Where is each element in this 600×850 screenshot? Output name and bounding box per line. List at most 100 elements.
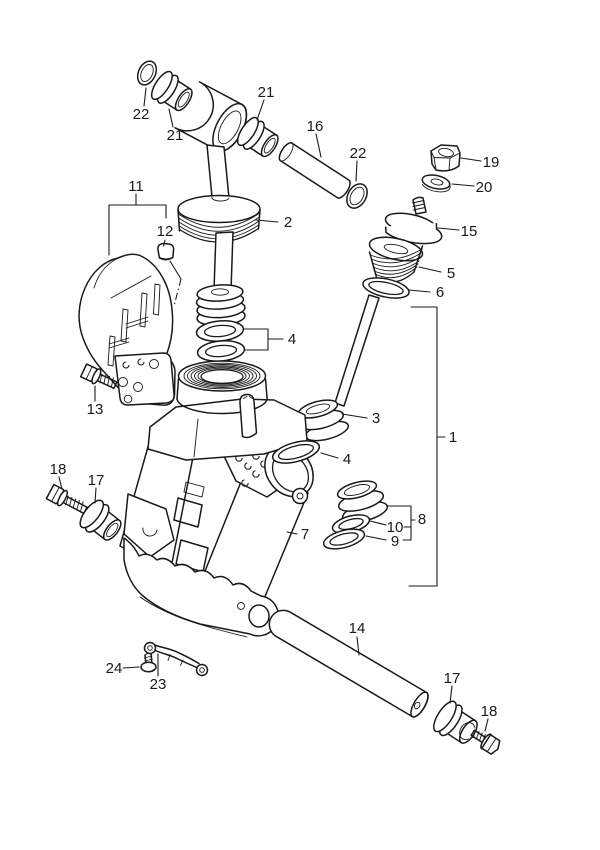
foot-small-hole xyxy=(237,602,245,610)
cover-rib-slot xyxy=(153,283,161,316)
callout-21-right: 21 xyxy=(258,84,275,101)
callout-23: 23 xyxy=(150,676,167,693)
foot-bottom-edge xyxy=(139,596,248,638)
part-piston-rod-upper xyxy=(206,144,230,199)
lead-eyelet xyxy=(195,663,209,677)
cap-thread xyxy=(369,248,423,260)
bolt-flange xyxy=(91,368,102,385)
callout-4-upper: 4 xyxy=(288,331,296,348)
pin-end-rim xyxy=(278,142,294,162)
oring-inner xyxy=(204,344,238,358)
neck-thread xyxy=(187,364,257,388)
leader-2 xyxy=(255,219,279,223)
leader-12 xyxy=(162,239,166,247)
part-11-cover xyxy=(78,253,176,406)
leader-3 xyxy=(341,413,368,419)
cover-rib-diagonal xyxy=(110,275,152,299)
callout-19: 19 xyxy=(483,154,500,171)
callout-24: 24 xyxy=(106,660,123,677)
callout-1: 1 xyxy=(449,429,457,446)
part-17-bushing-left xyxy=(79,499,122,541)
boss-hole xyxy=(241,479,249,487)
screw-threads xyxy=(144,655,153,662)
callout-11: 11 xyxy=(128,178,144,195)
rod-entry-arc xyxy=(211,196,230,202)
mouth-boss xyxy=(291,487,309,505)
part-22-oring-top-left xyxy=(136,60,158,86)
bolt-threads xyxy=(99,373,114,388)
leader-4-lower xyxy=(320,452,339,459)
leader-5 xyxy=(418,266,442,273)
oring-outer xyxy=(136,60,158,86)
bushing-bore xyxy=(106,522,119,538)
bolt-threads xyxy=(65,495,84,512)
cap-top xyxy=(177,194,261,224)
bushing-flange xyxy=(236,116,259,147)
foot-pivot-hole xyxy=(248,604,270,628)
callout-22-right: 22 xyxy=(350,145,367,162)
part-14-tilt-tube xyxy=(268,609,429,718)
bolt-flange xyxy=(56,489,69,507)
part-rod-guide-spacer xyxy=(195,284,246,327)
callout-17-right: 17 xyxy=(444,670,461,687)
leader-22-right xyxy=(355,160,358,182)
part-18-bolt-left xyxy=(45,483,88,515)
oring-inner xyxy=(338,517,364,531)
stub-ticks xyxy=(243,396,253,399)
oring-outer xyxy=(271,440,321,464)
cap-thread xyxy=(370,252,422,264)
lead-eyelet-hole xyxy=(147,645,153,651)
cap-thread xyxy=(374,266,418,279)
part-18-bolt-right xyxy=(470,729,501,755)
nut-bore xyxy=(438,147,454,158)
stud-threads xyxy=(412,200,426,211)
part-17-bushing-right xyxy=(432,700,478,744)
collar-facet xyxy=(193,418,199,458)
cover-rib-slot xyxy=(120,308,129,343)
leader-24 xyxy=(122,666,140,669)
ring-outer xyxy=(322,528,366,550)
part-6-oring xyxy=(362,277,410,299)
bushing-mouth xyxy=(458,719,478,744)
leader-21-left xyxy=(168,108,174,128)
lead-band xyxy=(153,649,199,669)
part-9-backup-ring xyxy=(322,528,366,550)
plate-hole xyxy=(118,377,128,387)
plate-hole xyxy=(133,382,143,392)
callout-20: 20 xyxy=(476,179,493,196)
leader-9 xyxy=(365,535,412,541)
clip-leader xyxy=(169,260,182,280)
leader-14 xyxy=(356,636,360,656)
mouth-boss-hole xyxy=(296,492,304,500)
callout-15: 15 xyxy=(461,223,478,240)
oring-inner xyxy=(140,64,154,82)
leader-16 xyxy=(315,133,322,158)
leader-lines xyxy=(58,87,489,732)
leader-7 xyxy=(286,531,298,535)
plate-hole xyxy=(149,359,159,369)
washer-bore xyxy=(430,178,444,186)
ear-bore-hint xyxy=(142,527,158,537)
bolt-head-slot xyxy=(487,738,497,752)
neck-wall xyxy=(176,378,268,400)
bracket-8 xyxy=(386,505,416,541)
callout-8: 8 xyxy=(418,511,426,528)
callout-2: 2 xyxy=(284,214,292,231)
bushing-mouth xyxy=(102,519,122,541)
neck-thread xyxy=(190,365,254,387)
tube-end-rim xyxy=(410,691,429,718)
seal-top-bore xyxy=(343,484,371,496)
tube-end-hole xyxy=(413,701,421,710)
oring-inner xyxy=(349,186,365,206)
boss-hole xyxy=(252,452,260,460)
callout-10: 10 xyxy=(387,519,404,536)
pin-body xyxy=(278,142,351,199)
washer-outer xyxy=(421,174,451,190)
collar-stub xyxy=(239,393,258,439)
cap-thread xyxy=(178,216,260,232)
bolt-threads xyxy=(472,729,486,743)
washer-thickness xyxy=(422,184,451,193)
part-19-nut xyxy=(430,144,461,172)
leader-20 xyxy=(451,183,475,187)
